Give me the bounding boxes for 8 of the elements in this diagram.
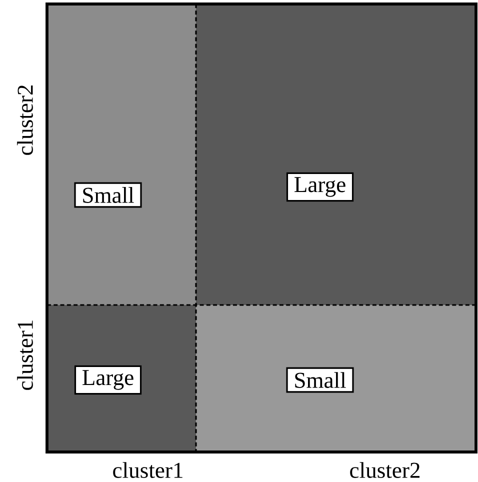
- axis-label: cluster1: [113, 462, 182, 478]
- axis-label: cluster2: [17, 86, 33, 155]
- label-box: Small: [74, 182, 142, 208]
- axis-label: cluster2: [350, 462, 420, 478]
- label-box: Large: [74, 365, 142, 395]
- axis-label: cluster1: [17, 320, 33, 390]
- label-box: Large: [286, 172, 354, 202]
- label-box: Small: [286, 367, 354, 393]
